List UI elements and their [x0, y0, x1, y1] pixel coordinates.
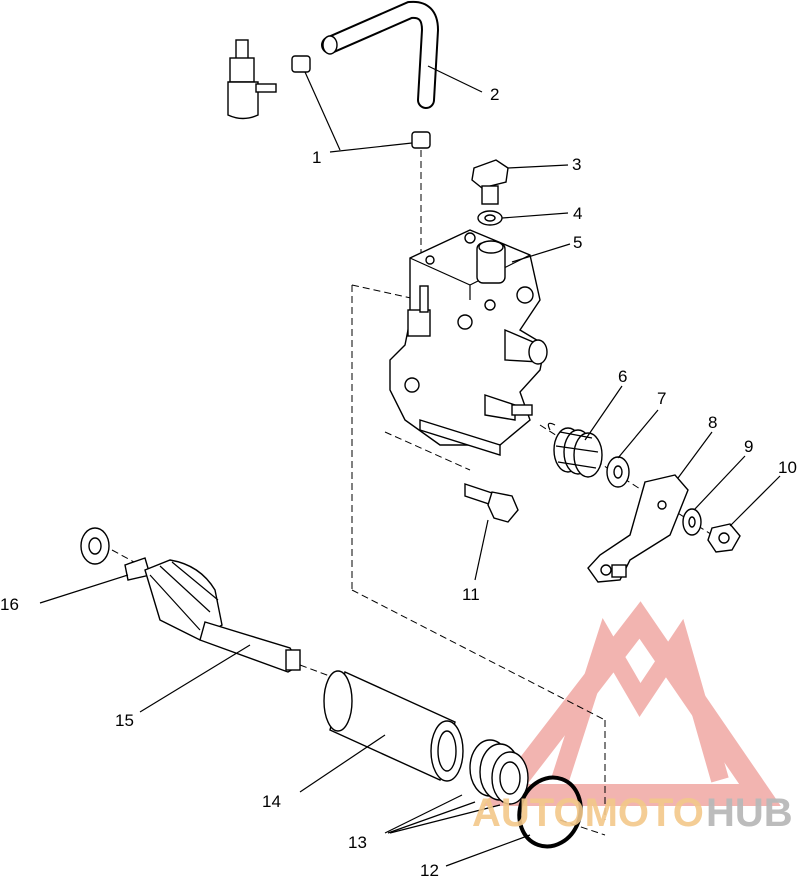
- part-16-washer: [80, 527, 110, 565]
- watermark-text: AUTOMOTO HUB: [472, 791, 793, 835]
- leader-lines: [39, 65, 781, 867]
- callout-8: 8: [708, 413, 717, 432]
- part-2-hose: [321, 0, 440, 109]
- callout-4: 4: [573, 204, 582, 223]
- callout-2: 2: [490, 85, 499, 104]
- callout-labels: 1 2 3 4 5 6 7 8 9 10 11 12 13 14 15 16: [0, 85, 797, 877]
- callout-16: 16: [0, 595, 19, 614]
- assembly-lines: [111, 150, 721, 836]
- callout-13: 13: [348, 833, 367, 852]
- callout-12: 12: [420, 861, 439, 877]
- callout-7: 7: [657, 389, 666, 408]
- callout-15: 15: [115, 711, 134, 730]
- watermark-part1: AUTOMOTO: [472, 791, 704, 835]
- callout-6: 6: [618, 367, 627, 386]
- part-13-seals: [469, 739, 529, 805]
- part-11-bolt: [464, 483, 519, 523]
- part-3-bolt: [471, 159, 509, 205]
- callout-9: 9: [744, 437, 753, 456]
- watermark-logo: [482, 601, 781, 806]
- part-9-washer: [682, 508, 702, 536]
- part-4-washer: [477, 210, 503, 226]
- fuel-fitting: [227, 39, 277, 120]
- part-7-washer: [606, 456, 630, 488]
- part-12-o-ring: [517, 775, 583, 849]
- part-10-nut: [707, 523, 741, 553]
- part-1-clamps: [291, 55, 431, 149]
- watermark-part2: HUB: [706, 791, 793, 835]
- part-14-sleeve: [323, 670, 464, 782]
- callout-3: 3: [572, 155, 581, 174]
- callout-1: 1: [312, 148, 321, 167]
- part-15-gear-shaft: [124, 557, 301, 673]
- callout-11: 11: [462, 585, 480, 604]
- part-6-spring: [547, 422, 603, 478]
- callout-14: 14: [262, 792, 281, 811]
- part-8-lever: [587, 474, 689, 583]
- part-5-pump-body: [389, 229, 548, 456]
- callout-10: 10: [778, 458, 797, 477]
- callout-5: 5: [573, 233, 582, 252]
- watermark-m-mark: [551, 618, 729, 783]
